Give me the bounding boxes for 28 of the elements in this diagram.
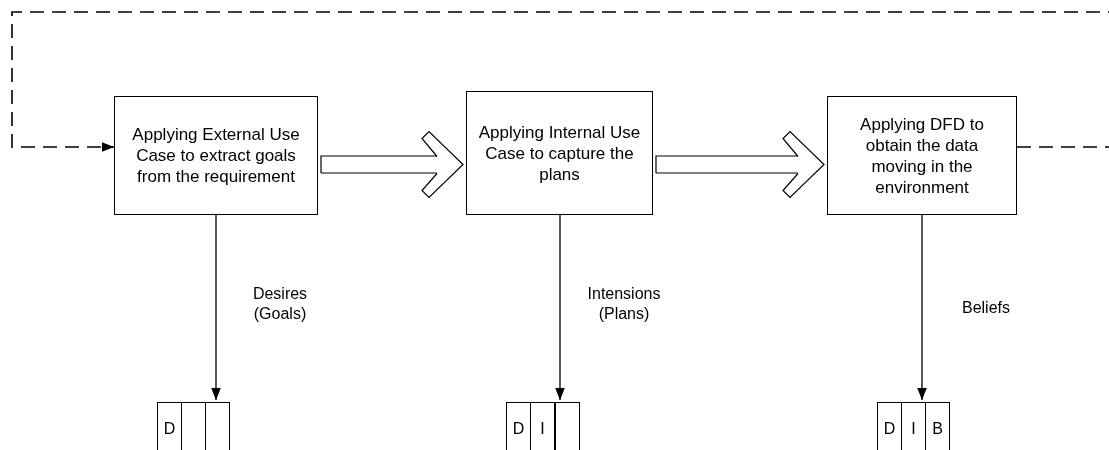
block-arrow — [655, 130, 825, 199]
edge-label: Beliefs — [961, 298, 1011, 318]
process-box — [827, 96, 1017, 215]
arrow — [917, 214, 927, 401]
cell-letter: B — [932, 418, 943, 439]
arrow — [555, 214, 565, 401]
box-text: Applying Internal Use Case to capture the plans — [477, 121, 642, 185]
block-arrow — [320, 130, 464, 199]
box-text: Applying External Use Case to extract goals from the requirement — [131, 124, 301, 187]
process-box — [466, 91, 653, 215]
cell-letter: I — [540, 418, 545, 439]
table-cell — [530, 402, 555, 450]
cell-letter: D — [883, 418, 896, 439]
box-text: Applying DFD to obtain the data moving in the environment — [859, 113, 985, 198]
table-cell — [555, 402, 580, 450]
cell-letter: D — [163, 418, 176, 439]
table-cell — [157, 402, 182, 450]
cell-letter: D — [512, 418, 525, 439]
cell-letter: I — [911, 418, 916, 439]
dashed-arrow — [11, 11, 1109, 152]
table-cell — [925, 402, 950, 450]
table-cell — [205, 402, 230, 450]
edge-label: Desires (Goals) — [251, 284, 309, 324]
edge-label: Intensions (Plans) — [586, 284, 662, 324]
arrow — [211, 214, 221, 401]
process-box — [114, 96, 318, 215]
table-cell — [877, 402, 902, 450]
table-cell — [506, 402, 531, 450]
